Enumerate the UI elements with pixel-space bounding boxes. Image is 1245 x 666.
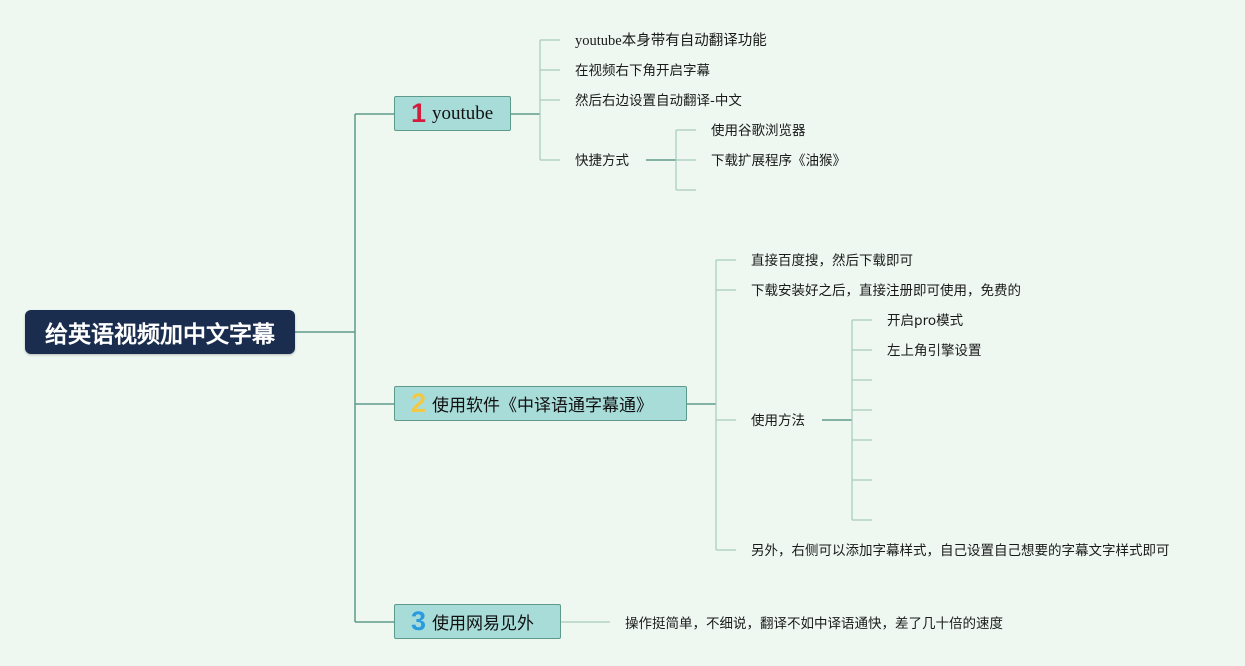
branch-label: 使用网易见外 <box>432 614 535 634</box>
topic-youtube-auto-translate[interactable]: youtube本身带有自动翻译功能 <box>575 33 767 49</box>
topic-set-auto-translate-chinese[interactable]: 然后右边设置自动翻译-中文 <box>575 93 742 109</box>
topic-netease-note[interactable]: 操作挺简单，不细说，翻译不如中译语通快，差了几十倍的速度 <box>625 616 1003 632</box>
topic-pro-mode[interactable]: 开启pro模式 <box>887 313 964 329</box>
branch-software[interactable]: 2 使用软件《中译语通字幕通》 <box>394 386 687 421</box>
topic-usage[interactable]: 使用方法 <box>751 413 805 429</box>
topic-enable-subtitles[interactable]: 在视频右下角开启字幕 <box>575 63 710 79</box>
branch-netease[interactable]: 3 使用网易见外 <box>394 604 561 639</box>
topic-subtitle-style[interactable]: 另外，右侧可以添加字幕样式，自己设置自己想要的字幕文字样式即可 <box>751 543 1170 559</box>
topic-install-register[interactable]: 下载安装好之后，直接注册即可使用，免费的 <box>751 283 1021 299</box>
branch-label: 使用软件《中译语通字幕通》 <box>432 396 654 416</box>
branch-youtube[interactable]: 1 youtube <box>394 96 511 131</box>
branch-label: youtube <box>432 102 494 124</box>
topic-search-download[interactable]: 直接百度搜，然后下载即可 <box>751 253 913 269</box>
topic-shortcut[interactable]: 快捷方式 <box>575 153 629 169</box>
number-2-icon: 2 <box>411 388 427 418</box>
branch-1-connectors <box>511 39 696 191</box>
number-1-icon: 1 <box>411 98 427 128</box>
number-3-icon: 3 <box>411 606 427 636</box>
branch-2-connectors <box>687 259 872 551</box>
topic-use-chrome[interactable]: 使用谷歌浏览器 <box>711 123 806 139</box>
topic-install-tampermonkey[interactable]: 下载扩展程序《油猴》 <box>711 153 846 169</box>
root-topic[interactable]: 给英语视频加中文字幕 <box>25 310 295 354</box>
root-connectors <box>295 113 394 623</box>
topic-engine-settings[interactable]: 左上角引擎设置 <box>887 343 982 359</box>
